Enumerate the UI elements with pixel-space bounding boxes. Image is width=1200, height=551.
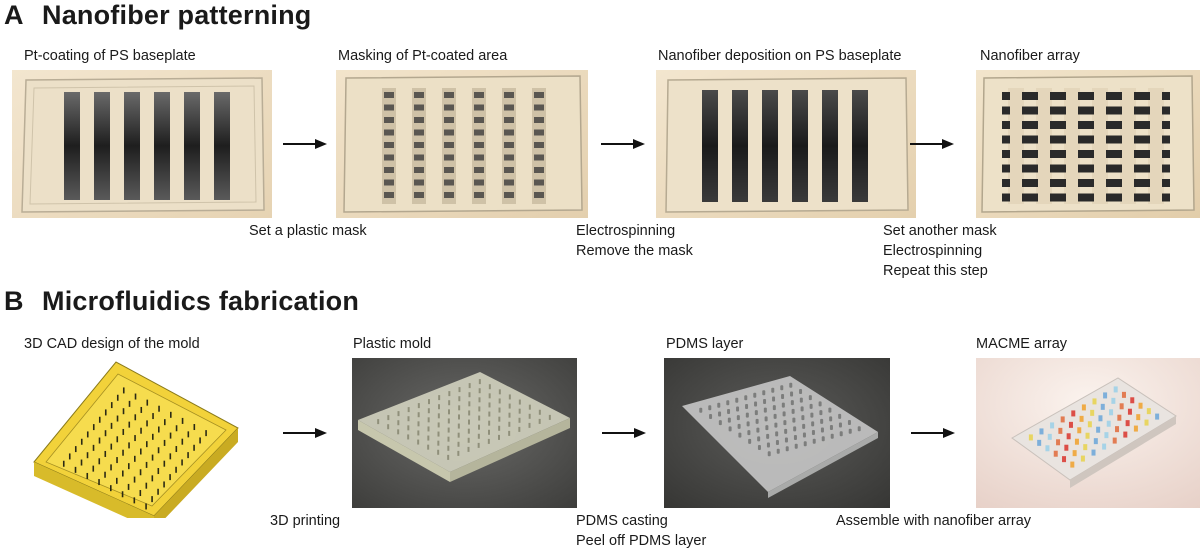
step-b-3-line: Assemble with nanofiber array xyxy=(836,511,1031,531)
panel-label-macme-array: MACME array xyxy=(976,334,1067,354)
step-a-3-line-2: Electrospinning xyxy=(883,241,997,261)
step-a-2-line-1: Electrospinning xyxy=(576,221,693,241)
arrow-b-3 xyxy=(911,426,955,440)
photo-pt-coated-baseplate xyxy=(12,70,272,218)
step-a-1: Set a plastic mask xyxy=(249,221,367,241)
section-a-heading: Nanofiber patterning xyxy=(42,0,312,30)
panel-label-masking: Masking of Pt-coated area xyxy=(338,46,507,66)
step-a-1-line: Set a plastic mask xyxy=(249,221,367,241)
step-a-2: Electrospinning Remove the mask xyxy=(576,221,693,261)
step-a-2-line-2: Remove the mask xyxy=(576,241,693,261)
photo-plastic-mold xyxy=(352,358,577,508)
step-b-2-line-1: PDMS casting xyxy=(576,511,706,531)
panel-label-pdms-layer: PDMS layer xyxy=(666,334,743,354)
arrow-a-2 xyxy=(601,137,645,151)
section-b-letter: B xyxy=(4,286,42,317)
step-a-3-line-3: Repeat this step xyxy=(883,261,997,281)
arrow-b-1 xyxy=(283,426,327,440)
panel-label-plastic-mold: Plastic mold xyxy=(353,334,431,354)
photo-macme-array xyxy=(976,358,1200,508)
panel-label-pt-coating: Pt-coating of PS baseplate xyxy=(24,46,196,66)
arrow-b-2 xyxy=(602,426,646,440)
section-a-letter: A xyxy=(4,0,42,31)
step-b-2-line-2: Peel off PDMS layer xyxy=(576,531,706,551)
photo-pdms-layer xyxy=(664,358,890,508)
step-a-3: Set another mask Electrospinning Repeat … xyxy=(883,221,997,281)
panel-label-nanofiber-array: Nanofiber array xyxy=(980,46,1080,66)
section-b-heading: Microfluidics fabrication xyxy=(42,286,359,316)
photo-masked-baseplate xyxy=(336,70,588,218)
arrow-a-1 xyxy=(283,137,327,151)
photo-nanofiber-deposition xyxy=(656,70,916,218)
panel-label-cad-design: 3D CAD design of the mold xyxy=(24,334,200,354)
step-b-1: 3D printing xyxy=(270,511,340,531)
arrow-a-3 xyxy=(910,137,954,151)
step-b-1-line: 3D printing xyxy=(270,511,340,531)
step-a-3-line-1: Set another mask xyxy=(883,221,997,241)
step-b-3: Assemble with nanofiber array xyxy=(836,511,1031,531)
panel-label-nanofiber-deposition: Nanofiber deposition on PS baseplate xyxy=(658,46,901,66)
step-b-2: PDMS casting Peel off PDMS layer xyxy=(576,511,706,551)
photo-nanofiber-array xyxy=(976,70,1200,218)
image-cad-mold-design xyxy=(16,358,242,518)
